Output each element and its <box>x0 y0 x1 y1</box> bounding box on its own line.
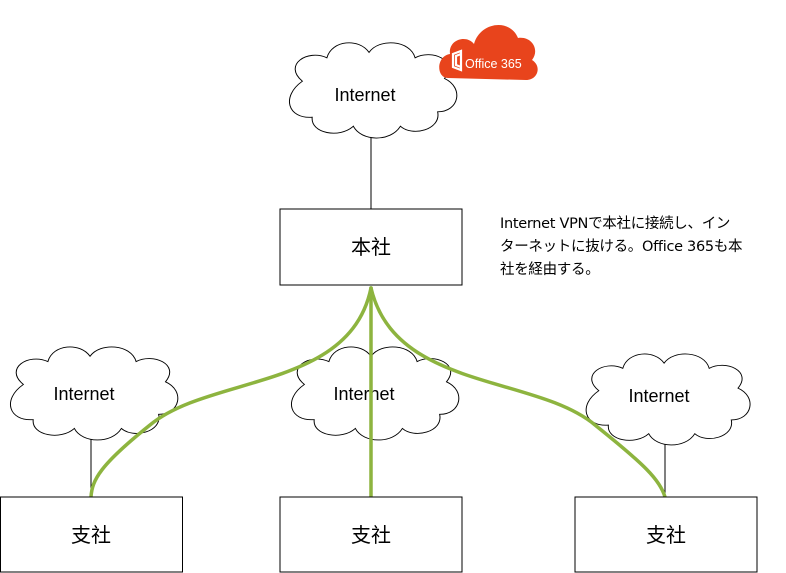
branch-box-center: 支社 <box>279 496 463 573</box>
vpn-line-left <box>89 286 373 499</box>
office-365-label: Office 365 <box>465 57 522 71</box>
vpn-line-right <box>369 286 667 499</box>
branch-box-right: 支社 <box>574 496 758 573</box>
annotation-line-3: 社を経由する。 <box>500 262 600 278</box>
office-365-cloud <box>439 25 538 80</box>
annotation-line-1: Internet VPNで本社に接続し、イン <box>500 216 731 232</box>
office-365-badge: Office 365 <box>439 25 538 80</box>
branch-box-left: 支社 <box>0 496 183 573</box>
headquarters-box: 本社 <box>279 208 463 286</box>
branch-right-label: 支社 <box>646 523 686 547</box>
annotation-line-2: ターネットに抜ける。Office 365も本 <box>500 239 743 255</box>
internet-cloud-right: Internet <box>585 353 751 446</box>
internet-cloud-left-label: Internet <box>53 384 114 404</box>
branch-left-label: 支社 <box>71 523 111 547</box>
internet-cloud-center-label: Internet <box>333 384 394 404</box>
internet-cloud-left: Internet <box>9 346 179 441</box>
branch-center-label: 支社 <box>351 523 391 547</box>
office-logo-icon <box>451 49 463 72</box>
vpn-tunnels <box>89 286 667 499</box>
internet-cloud-top-label: Internet <box>334 85 395 105</box>
annotation-text: Internet VPNで本社に接続し、イン ターネットに抜ける。Office … <box>500 213 762 282</box>
internet-cloud-top: Internet <box>288 42 458 139</box>
internet-cloud-center: Internet <box>290 346 460 441</box>
headquarters-label: 本社 <box>351 235 391 259</box>
internet-cloud-right-label: Internet <box>628 386 689 406</box>
